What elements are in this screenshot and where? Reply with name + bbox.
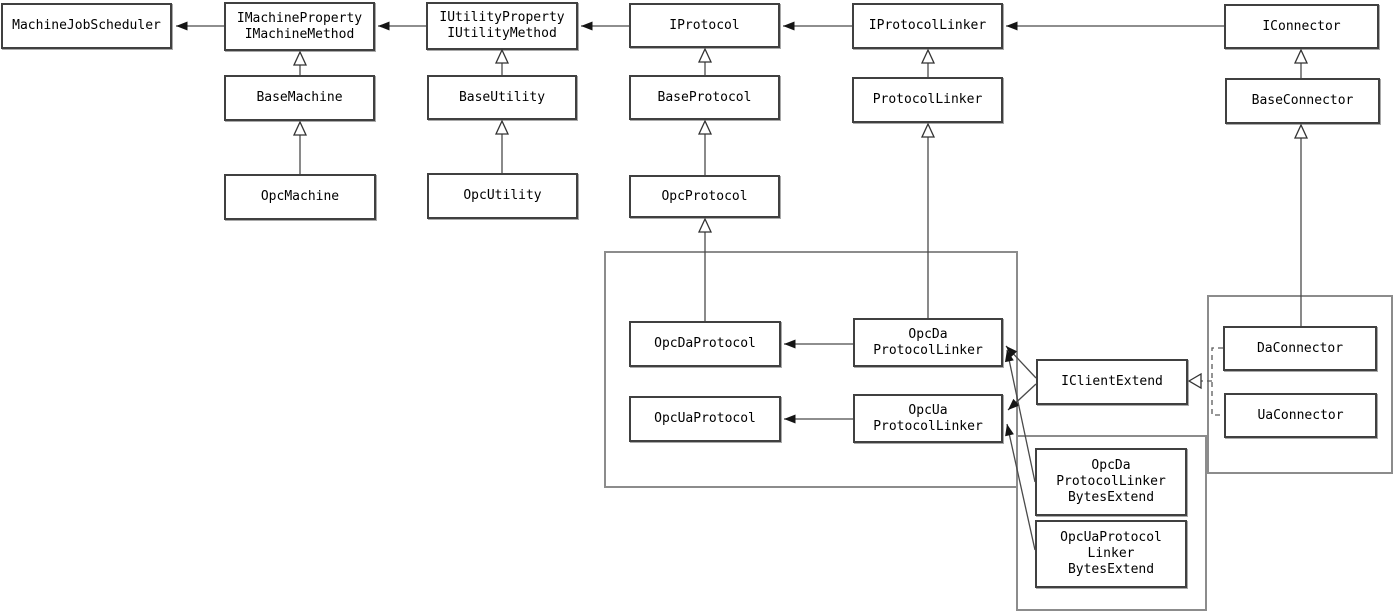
class-box-opcuaprotocol: OpcUaProtocol (629, 396, 781, 442)
class-label: BaseUtility (458, 89, 546, 105)
interface-box-iconnector: IConnector (1224, 4, 1379, 49)
class-box-daconnector: DaConnector (1223, 326, 1377, 371)
class-box-opcmachine: OpcMachine (224, 174, 376, 220)
class-label: OpcUaProtocol (654, 411, 756, 426)
class-label: OpcDa ProtocolLinker (873, 326, 983, 358)
class-label: OpcUaProtocol Linker BytesExtend (1060, 530, 1162, 577)
class-label: OpcDa ProtocolLinker BytesExtend (1056, 458, 1166, 505)
class-label: OpcDaProtocol (654, 336, 756, 351)
class-label: ProtocolLinker (872, 92, 983, 107)
class-box-baseutility: BaseUtility (427, 75, 577, 120)
class-box-uaconnector: UaConnector (1224, 393, 1377, 438)
class-box-opcuaprotocollinkerbytesextend: OpcUaProtocol Linker BytesExtend (1035, 520, 1187, 588)
class-label: MachineJobScheduler (12, 18, 161, 33)
class-box-opcutility: OpcUtility (427, 173, 578, 219)
class-label: OpcMachine (260, 189, 340, 204)
interface-box-iclientextend: IClientExtend (1036, 359, 1188, 405)
class-label: UaConnector (1257, 407, 1344, 423)
class-label: IClientExtend (1061, 374, 1163, 389)
class-label: IUtilityProperty IUtilityMethod (439, 10, 565, 41)
class-box-opcdaprotocol: OpcDaProtocol (629, 321, 781, 367)
class-box-protocollinker: ProtocolLinker (852, 77, 1003, 123)
class-label: OpcUtility (463, 188, 542, 203)
interface-box-iprotocollinker: IProtocolLinker (852, 3, 1003, 49)
class-label: DaConnector (1256, 340, 1344, 356)
class-label: OpcUa ProtocolLinker (873, 402, 983, 434)
class-box-machinejobscheduler: MachineJobScheduler (1, 3, 172, 49)
group-connector-cluster (1207, 295, 1393, 474)
class-label: BaseMachine (256, 90, 343, 105)
class-label: BaseProtocol (657, 89, 752, 105)
class-label: IMachineProperty IMachineMethod (236, 10, 363, 42)
interface-box-iutility: IUtilityProperty IUtilityMethod (426, 2, 578, 50)
class-label: IProtocol (669, 17, 740, 33)
class-box-opcprotocol: OpcProtocol (629, 175, 780, 218)
class-label: BaseConnector (1251, 93, 1354, 108)
class-label: IProtocolLinker (868, 18, 987, 33)
interface-box-imachine: IMachineProperty IMachineMethod (224, 2, 375, 51)
interface-box-iprotocol: IProtocol (629, 3, 780, 48)
class-box-opcdaprotocollinker: OpcDa ProtocolLinker (853, 318, 1003, 367)
class-label: OpcProtocol (661, 188, 748, 204)
group-protocol-linker-cluster (604, 251, 1018, 488)
class-label: IConnector (1262, 18, 1341, 34)
class-box-basemachine: BaseMachine (224, 75, 375, 121)
class-box-baseprotocol: BaseProtocol (629, 75, 780, 120)
class-box-opcdaprotocollinkerbytesextend: OpcDa ProtocolLinker BytesExtend (1035, 448, 1187, 516)
class-box-baseconnector: BaseConnector (1225, 78, 1380, 124)
class-box-opcuaprotocollinker: OpcUa ProtocolLinker (853, 394, 1003, 443)
